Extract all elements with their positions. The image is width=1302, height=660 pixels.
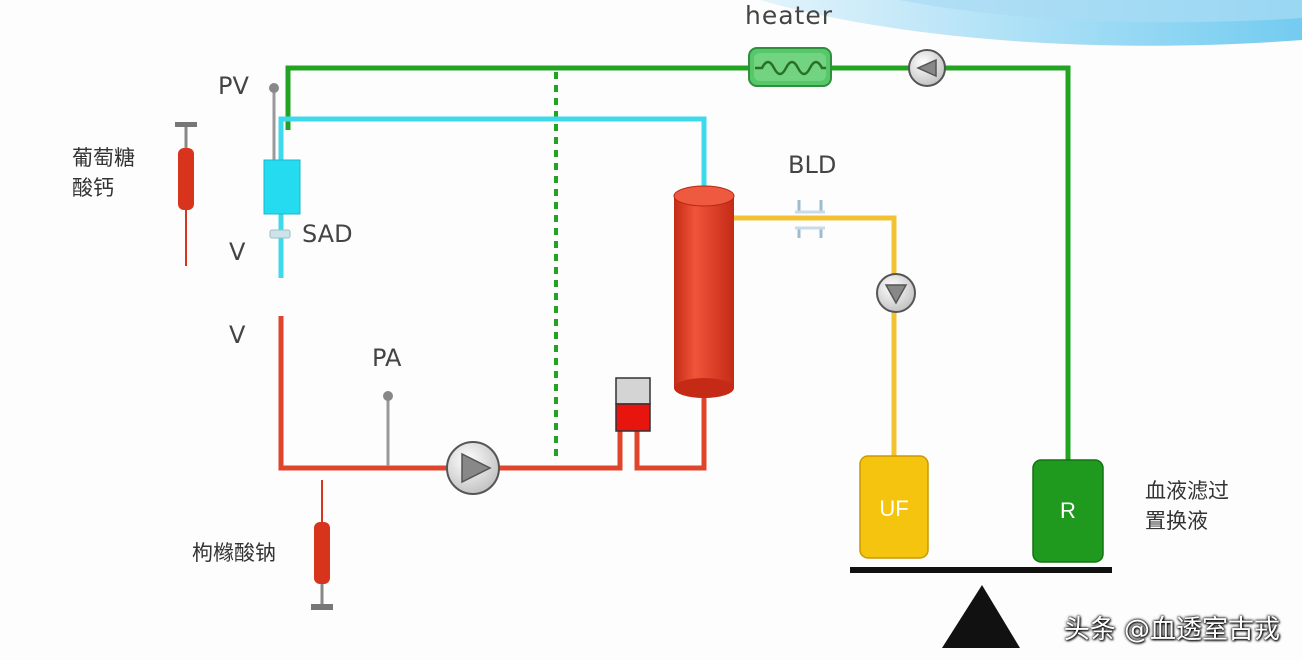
sodium-citrate-label: 枸橼酸钠 bbox=[192, 541, 276, 565]
replacement-pump-icon bbox=[908, 49, 946, 87]
pa-label: PA bbox=[372, 344, 402, 372]
scale-platform bbox=[850, 567, 1112, 573]
citrate-syringe-icon bbox=[311, 480, 333, 610]
scale-fulcrum-icon bbox=[942, 585, 1020, 648]
watermark: 头条 @血透室古戎 bbox=[1063, 615, 1280, 645]
bld-label: BLD bbox=[788, 151, 836, 179]
replacement-fluid-line bbox=[285, 65, 1071, 462]
air-trap-chamber bbox=[263, 159, 301, 215]
v-bottom-label: V bbox=[229, 321, 246, 349]
pv-label: PV bbox=[218, 72, 249, 100]
replacement-fluid-label: 血液滤过 置换液 bbox=[1145, 476, 1229, 536]
uf-label: UF bbox=[879, 496, 908, 521]
calcium-syringe-icon bbox=[175, 122, 197, 266]
sad-label: SAD bbox=[302, 220, 353, 248]
v-top-label: V bbox=[229, 238, 246, 266]
arterial-chamber-bottom bbox=[615, 403, 651, 432]
blood-pump-icon bbox=[446, 441, 500, 495]
effluent-pump-icon bbox=[876, 273, 916, 313]
bld-sensor bbox=[795, 200, 825, 238]
calcium-label-line1: 葡萄糖 bbox=[72, 146, 135, 170]
replacement-label-line1: 血液滤过 bbox=[1145, 479, 1229, 503]
pv-probe-head bbox=[269, 83, 279, 93]
sad-sensor bbox=[269, 229, 291, 239]
arterial-access-line bbox=[278, 316, 623, 471]
r-label: R bbox=[1060, 498, 1076, 523]
replacement-label-line2: 置换液 bbox=[1145, 509, 1208, 533]
hemofilter bbox=[673, 185, 735, 398]
r-container: R bbox=[1032, 459, 1104, 563]
heater-wave-icon bbox=[748, 47, 832, 87]
calcium-label-line2: 酸钙 bbox=[72, 176, 114, 200]
venous-return-line bbox=[278, 116, 707, 192]
calcium-gluconate-label: 葡萄糖 酸钙 bbox=[72, 143, 135, 203]
heater-label: heater bbox=[745, 1, 833, 30]
arterial-chamber-top bbox=[615, 377, 651, 405]
uf-container: UF bbox=[859, 455, 929, 559]
pre-filter-line bbox=[634, 392, 707, 471]
pa-probe-head bbox=[383, 391, 393, 401]
effluent-line bbox=[734, 215, 897, 458]
background-swoosh-2 bbox=[900, 0, 1302, 23]
